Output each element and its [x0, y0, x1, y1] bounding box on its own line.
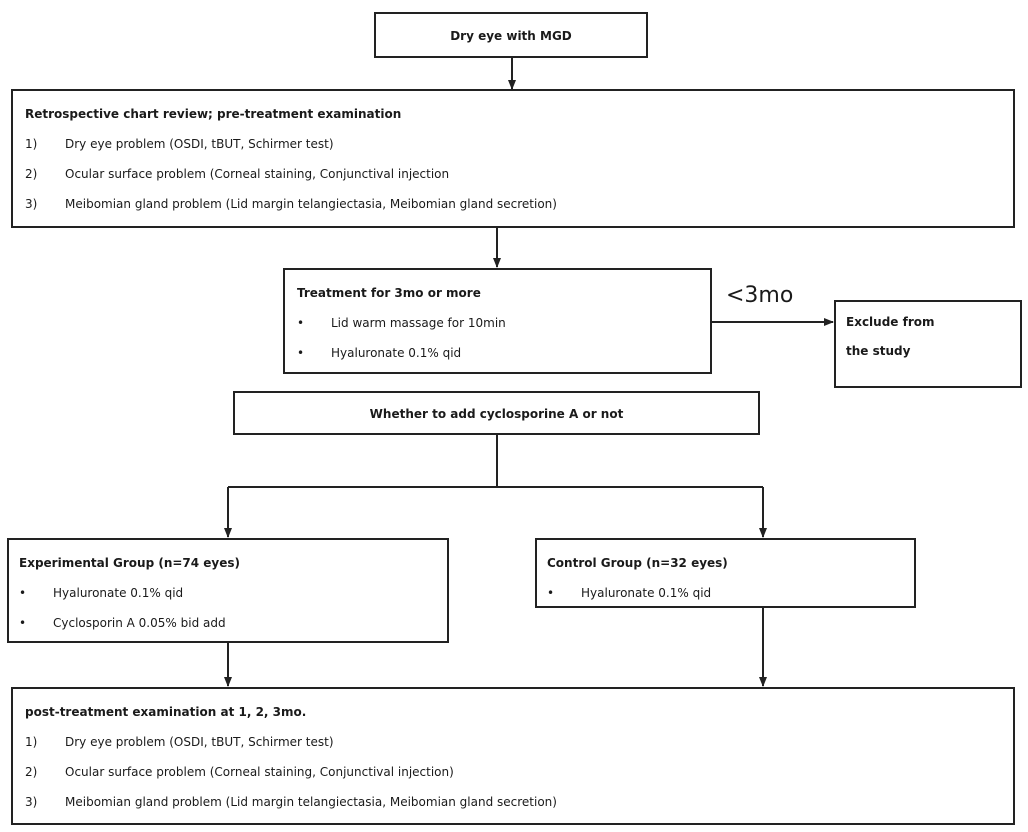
review-item-2-text: Ocular surface problem (Corneal staining…: [65, 167, 450, 181]
start-title: Dry eye with MGD: [450, 29, 572, 43]
experimental-item-2-text: Cyclosporin A 0.05% bid add: [53, 616, 226, 630]
decision-title: Whether to add cyclosporine A or not: [369, 407, 624, 421]
treatment-item-2-text: Hyaluronate 0.1% qid: [331, 346, 462, 360]
review-node: Retrospective chart review; pre-treatmen…: [11, 89, 1015, 228]
review-item-1-number: 1): [25, 137, 38, 151]
post-item-3: 3) Meibomian gland problem (Lid margin te…: [25, 787, 1013, 817]
exclude-line-1: Exclude from: [846, 315, 935, 329]
review-item-3: 3) Meibomian gland problem (Lid margin te…: [25, 189, 1013, 219]
exclusion-edge-label: <3mo: [726, 283, 794, 308]
experimental-item-1-text: Hyaluronate 0.1% qid: [53, 586, 184, 600]
start-node: Dry eye with MGD: [374, 12, 648, 58]
bullet-icon: •: [19, 586, 27, 600]
exclude-node: Exclude from the study: [834, 300, 1022, 388]
review-item-1-text: Dry eye problem (OSDI, tBUT, Schirmer te…: [65, 137, 334, 151]
review-item-1: 1) Dry eye problem (OSDI, tBUT, Schirmer …: [25, 129, 1013, 159]
bullet-icon: •: [297, 346, 305, 360]
post-item-2-number: 2): [25, 765, 38, 779]
treatment-node: Treatment for 3mo or more • Lid warm mass…: [283, 268, 712, 374]
review-item-3-number: 3): [25, 197, 38, 211]
post-title: post-treatment examination at 1, 2, 3mo.: [25, 705, 307, 719]
decision-node: Whether to add cyclosporine A or not: [233, 391, 760, 435]
review-item-2: 2) Ocular surface problem (Corneal staini…: [25, 159, 1013, 189]
post-item-2-text: Ocular surface problem (Corneal staining…: [65, 765, 454, 779]
post-item-2: 2) Ocular surface problem (Corneal staini…: [25, 757, 1013, 787]
post-item-1-text: Dry eye problem (OSDI, tBUT, Schirmer te…: [65, 735, 334, 749]
post-item-3-text: Meibomian gland problem (Lid margin tela…: [65, 795, 557, 809]
control-item-1-text: Hyaluronate 0.1% qid: [581, 586, 712, 600]
experimental-item-1: • Hyaluronate 0.1% qid: [19, 578, 447, 608]
post-treatment-node: post-treatment examination at 1, 2, 3mo.…: [11, 687, 1015, 825]
bullet-icon: •: [19, 616, 27, 630]
treatment-item-1-text: Lid warm massage for 10min: [331, 316, 506, 330]
post-item-1-number: 1): [25, 735, 38, 749]
review-item-2-number: 2): [25, 167, 38, 181]
experimental-title: Experimental Group (n=74 eyes): [19, 556, 241, 570]
exclude-line-2: the study: [846, 344, 911, 358]
bullet-icon: •: [297, 316, 305, 330]
review-title: Retrospective chart review; pre-treatmen…: [25, 107, 402, 121]
treatment-item-1: • Lid warm massage for 10min: [297, 308, 710, 338]
review-item-3-text: Meibomian gland problem (Lid margin tela…: [65, 197, 557, 211]
control-title: Control Group (n=32 eyes): [547, 556, 728, 570]
control-item-1: • Hyaluronate 0.1% qid: [547, 578, 914, 608]
bullet-icon: •: [547, 586, 555, 600]
experimental-item-2: • Cyclosporin A 0.05% bid add: [19, 608, 447, 638]
treatment-item-2: • Hyaluronate 0.1% qid: [297, 338, 710, 368]
control-group-node: Control Group (n=32 eyes) • Hyaluronate 0…: [535, 538, 916, 608]
post-item-1: 1) Dry eye problem (OSDI, tBUT, Schirmer …: [25, 727, 1013, 757]
treatment-title: Treatment for 3mo or more: [297, 286, 481, 300]
post-item-3-number: 3): [25, 795, 38, 809]
experimental-group-node: Experimental Group (n=74 eyes) • Hyaluron…: [7, 538, 449, 643]
